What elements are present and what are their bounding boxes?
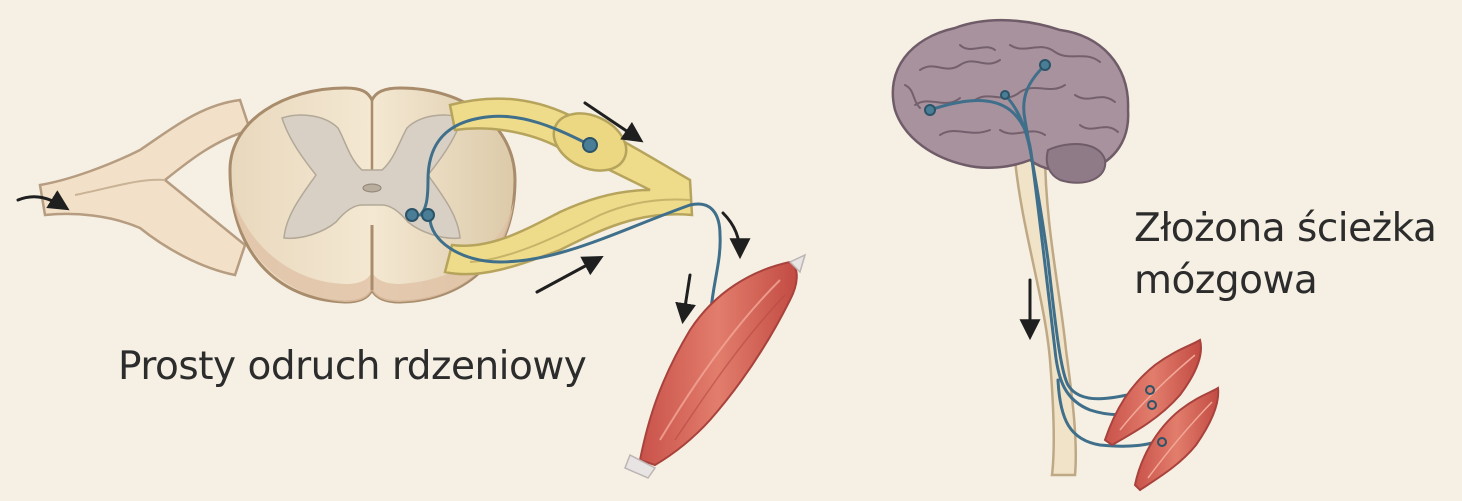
- brain-pathway-label-line-1: Złożona ścieżka: [1134, 206, 1436, 251]
- spinal-reflex-label: Prosty odruch rdzeniowy: [118, 344, 586, 389]
- spinal-cord-cross-section-icon: [40, 88, 692, 302]
- brain-pathway-label-line-2: mózgowa: [1134, 258, 1317, 303]
- brain-icon: [893, 20, 1128, 475]
